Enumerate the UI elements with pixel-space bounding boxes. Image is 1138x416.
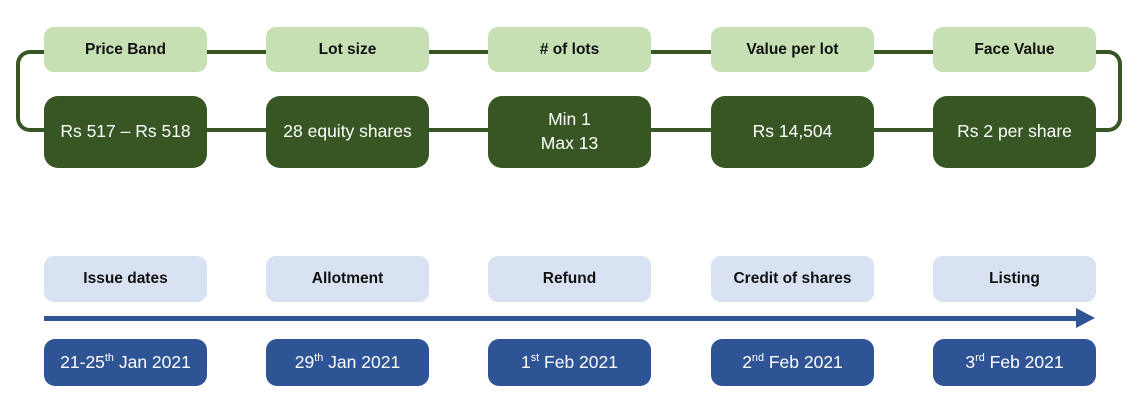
fact-value-value-per-lot: Rs 14,504	[711, 96, 874, 168]
connector-line	[207, 50, 266, 54]
date-text: 1st Feb 2021	[521, 352, 618, 372]
timeline-header-listing: Listing	[933, 256, 1096, 302]
timeline-header-issue-dates: Issue dates	[44, 256, 207, 302]
timeline-date-issue-dates: 21-25th Jan 2021	[44, 339, 207, 386]
fact-value-num-lots-line2: Max 13	[540, 133, 599, 153]
timeline-date-refund: 1st Feb 2021	[488, 339, 651, 386]
connector-line	[874, 128, 933, 132]
left-bracket-connector	[16, 50, 46, 132]
connector-line	[429, 128, 488, 132]
timeline-arrow-line	[44, 316, 1078, 321]
fact-header-num-lots: # of lots	[488, 27, 651, 72]
connector-line	[651, 50, 711, 54]
right-bracket-connector	[1092, 50, 1122, 132]
fact-header-lot-size: Lot size	[266, 27, 429, 72]
timeline-header-credit-of-shares: Credit of shares	[711, 256, 874, 302]
date-text: 21-25th Jan 2021	[60, 352, 191, 372]
connector-line	[429, 50, 488, 54]
arrow-right-icon	[1076, 308, 1095, 328]
date-text: 2nd Feb 2021	[742, 352, 843, 372]
fact-value-lot-size: 28 equity shares	[266, 96, 429, 168]
connector-line	[874, 50, 933, 54]
date-text: 29th Jan 2021	[294, 352, 401, 372]
timeline-header-allotment: Allotment	[266, 256, 429, 302]
fact-value-face-value: Rs 2 per share	[933, 96, 1096, 168]
date-text: 3rd Feb 2021	[965, 352, 1064, 372]
connector-line	[651, 128, 711, 132]
timeline-date-credit-of-shares: 2nd Feb 2021	[711, 339, 874, 386]
timeline-date-allotment: 29th Jan 2021	[266, 339, 429, 386]
timeline-date-listing: 3rd Feb 2021	[933, 339, 1096, 386]
fact-value-num-lots: Min 1 Max 13	[488, 96, 651, 168]
fact-value-num-lots-line1: Min 1	[548, 109, 591, 130]
fact-header-face-value: Face Value	[933, 27, 1096, 72]
fact-header-price-band: Price Band	[44, 27, 207, 72]
timeline-header-refund: Refund	[488, 256, 651, 302]
connector-line	[207, 128, 266, 132]
fact-value-price-band: Rs 517 – Rs 518	[44, 96, 207, 168]
fact-header-value-per-lot: Value per lot	[711, 27, 874, 72]
